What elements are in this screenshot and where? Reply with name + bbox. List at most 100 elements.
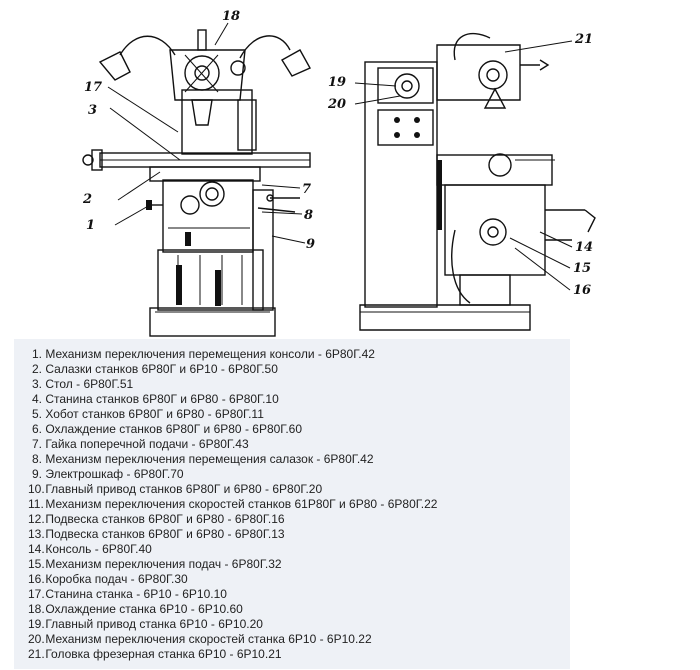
callout-19: 19 xyxy=(328,75,346,90)
front-handwheel xyxy=(180,195,200,215)
callout-20: 20 xyxy=(327,97,346,112)
callout-15: 15 xyxy=(573,261,591,276)
legend-item: 16. Коробка подач - 6Р80Г.30 xyxy=(28,572,570,587)
front-cabinet xyxy=(252,189,274,311)
callout-3: 3 xyxy=(88,103,97,118)
callout-2: 2 xyxy=(82,192,92,207)
legend-item-text: Механизм переключения перемещения салазо… xyxy=(45,452,374,466)
legend-item: 4. Станина станков 6Р80Г и 6Р80 - 6Р80Г.… xyxy=(28,392,570,407)
legend-item-number: 10. xyxy=(28,482,45,496)
legend-item-text: Охлаждение станка 6Р10 - 6Р10.60 xyxy=(45,602,243,616)
legend-item: 3. Стол - 6Р80Г.51 xyxy=(28,377,570,392)
legend-item-text: Салазки станков 6Р80Г и 6Р10 - 6Р80Г.50 xyxy=(45,362,278,376)
front-column xyxy=(181,89,253,155)
callout-8: 8 xyxy=(304,208,313,223)
legend-item-text: Стол - 6Р80Г.51 xyxy=(45,377,134,391)
side-view: 19 20 21 14 15 16 xyxy=(327,32,596,331)
legend-item-text: Главный привод станка 6Р10 - 6Р10.20 xyxy=(45,617,263,631)
legend-item-text: Механизм переключения перемещения консол… xyxy=(45,347,375,361)
legend-item-text: Станина станка - 6Р10 - 6Р10.10 xyxy=(45,587,227,601)
side-column xyxy=(364,61,438,308)
callout-14: 14 xyxy=(575,240,593,255)
front-head xyxy=(169,49,246,101)
legend-item-text: Механизм переключения скоростей станка 6… xyxy=(45,632,372,646)
legend-item-number: 18. xyxy=(28,602,45,616)
front-console xyxy=(162,179,254,253)
callout-9: 9 xyxy=(306,237,315,252)
legend-item: 1. Механизм переключения перемещения кон… xyxy=(28,347,570,362)
legend-item-text: Электрошкаф - 6Р80Г.70 xyxy=(45,467,184,481)
callout-16: 16 xyxy=(573,283,591,298)
legend-item-text: Охлаждение станков 6Р80Г и 6Р80 - 6Р80Г.… xyxy=(45,422,303,436)
legend-item-number: 6. xyxy=(31,422,42,436)
legend-item-text: Коробка подач - 6Р80Г.30 xyxy=(45,572,188,586)
legend-item-number: 7. xyxy=(31,437,42,451)
side-console xyxy=(444,184,546,276)
legend-item-number: 15. xyxy=(28,557,45,571)
legend-item-number: 20. xyxy=(28,632,45,646)
left-lamp-arm xyxy=(119,35,176,56)
legend-item: 2. Салазки станков 6Р80Г и 6Р10 - 6Р80Г.… xyxy=(28,362,570,377)
legend-item-number: 19. xyxy=(28,617,45,631)
legend-item-number: 9. xyxy=(31,467,42,481)
machine-drawing: 17 3 2 1 18 7 8 9 xyxy=(82,9,596,337)
right-lamp xyxy=(281,49,311,77)
legend-item: 19. Главный привод станка 6Р10 - 6Р10.20 xyxy=(28,617,570,632)
right-lamp-arm xyxy=(239,35,291,59)
legend-item-number: 4. xyxy=(31,392,42,406)
front-saddle xyxy=(149,166,261,182)
callout-1: 1 xyxy=(86,218,95,233)
legend-item: 8. Механизм переключения перемещения сал… xyxy=(28,452,570,467)
legend-item-number: 11. xyxy=(28,497,44,511)
legend-item-text: Главный привод станков 6Р80Г и 6Р80 - 6Р… xyxy=(45,482,323,496)
legend-item: 17. Станина станка - 6Р10 - 6Р10.10 xyxy=(28,587,570,602)
legend-item: 20. Механизм переключения скоростей стан… xyxy=(28,632,570,647)
legend-item-text: Механизм переключения подач - 6Р80Г.32 xyxy=(45,557,282,571)
legend-item: 11. Механизм переключения скоростей стан… xyxy=(28,497,570,512)
side-control-panel xyxy=(377,109,434,146)
legend-item-text: Станина станков 6Р80Г и 6Р80 - 6Р80Г.10 xyxy=(45,392,279,406)
legend-item-number: 5. xyxy=(31,407,42,421)
legend-item-number: 14. xyxy=(28,542,45,556)
legend-item: 14. Консоль - 6Р80Г.40 xyxy=(28,542,570,557)
legend-item-text: Подвеска станков 6Р80Г и 6Р80 - 6Р80Г.16 xyxy=(45,512,285,526)
front-lower-body xyxy=(157,249,264,311)
legend-item-text: Консоль - 6Р80Г.40 xyxy=(45,542,152,556)
legend-item-text: Хобот станков 6Р80Г и 6Р80 - 6Р80Г.11 xyxy=(45,407,264,421)
legend-item-number: 21. xyxy=(28,647,45,661)
legend-item: 13. Подвеска станков 6Р80Г и 6Р80 - 6Р80… xyxy=(28,527,570,542)
callout-7: 7 xyxy=(302,182,311,197)
side-base xyxy=(359,304,531,331)
legend-item-text: Гайка поперечной подачи - 6Р80Г.43 xyxy=(45,437,249,451)
legend-item: 18. Охлаждение станка 6Р10 - 6Р10.60 xyxy=(28,602,570,617)
callout-21: 21 xyxy=(574,32,593,47)
callout-17: 17 xyxy=(84,80,102,95)
legend-item: 9. Электрошкаф - 6Р80Г.70 xyxy=(28,467,570,482)
legend-item: 5. Хобот станков 6Р80Г и 6Р80 - 6Р80Г.11 xyxy=(28,407,570,422)
callout-18: 18 xyxy=(222,9,240,24)
legend-item: 21. Головка фрезерная станка 6Р10 - 6Р10… xyxy=(28,647,570,662)
legend-item-number: 16. xyxy=(28,572,45,586)
legend-list: 1. Механизм переключения перемещения кон… xyxy=(28,347,570,662)
legend-item-number: 3. xyxy=(31,377,42,391)
legend-panel: 1. Механизм переключения перемещения кон… xyxy=(14,339,570,669)
front-view: 17 3 2 1 18 7 8 9 xyxy=(82,9,315,337)
legend-item: 6. Охлаждение станков 6Р80Г и 6Р80 - 6Р8… xyxy=(28,422,570,437)
left-lamp xyxy=(98,51,131,81)
legend-item-number: 12. xyxy=(28,512,45,526)
legend-item-text: Подвеска станков 6Р80Г и 6Р80 - 6Р80Г.13 xyxy=(45,527,285,541)
legend-item-number: 2. xyxy=(31,362,42,376)
legend-item-text: Головка фрезерная станка 6Р10 - 6Р10.21 xyxy=(45,647,282,661)
legend-item-number: 13. xyxy=(28,527,45,541)
legend-item-number: 17. xyxy=(28,587,45,601)
side-head xyxy=(436,44,521,101)
legend-item: 12. Подвеска станков 6Р80Г и 6Р80 - 6Р80… xyxy=(28,512,570,527)
legend-item-text: Механизм переключения скоростей станков … xyxy=(45,497,438,511)
front-base xyxy=(149,307,276,337)
legend-item: 10. Главный привод станков 6Р80Г и 6Р80 … xyxy=(28,482,570,497)
legend-item-number: 8. xyxy=(31,452,42,466)
legend-item: 15. Механизм переключения подач - 6Р80Г.… xyxy=(28,557,570,572)
legend-item: 7. Гайка поперечной подачи - 6Р80Г.43 xyxy=(28,437,570,452)
legend-item-number: 1. xyxy=(31,347,42,361)
